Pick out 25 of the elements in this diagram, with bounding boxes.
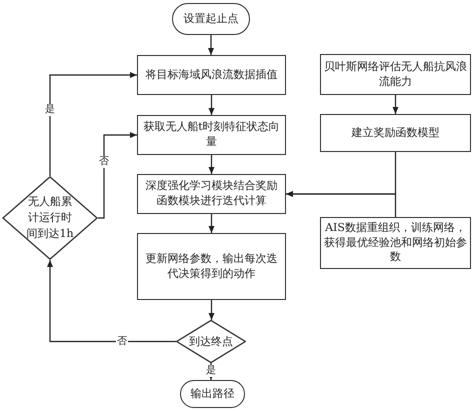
arrow [98, 132, 137, 219]
edge-label: 是 [205, 365, 217, 377]
arrow [392, 95, 398, 114]
arrow [208, 95, 214, 115]
arrow [208, 155, 214, 174]
arrow [286, 191, 396, 217]
arrow [208, 214, 214, 233]
process-box: 贝叶斯网络评估无人船抗风浪流能力 [320, 54, 471, 95]
process-box: 将目标海域风浪流数据插值 [137, 55, 286, 95]
edge-label: 是 [44, 104, 56, 116]
terminal-box: 输出路径 [180, 380, 245, 408]
process-box: 获取无人船t时刻特征状态向量 [137, 115, 286, 155]
decision-diamond: 无人船累计运行时间到达1h [2, 176, 98, 260]
terminal-box: 设置起止点 [172, 3, 250, 35]
process-box: AIS数据重组织，训练网络，获得最优经验池和网络初始参数 [320, 217, 471, 269]
process-box: 深度强化学习模块结合奖励函数模块进行迭代计算 [137, 174, 286, 214]
arrow [49, 72, 137, 176]
process-box: 更新网络参数，输出每次迭代决策得到的动作 [137, 233, 286, 300]
edge-label: 否 [116, 336, 128, 348]
arrow [47, 260, 176, 342]
arrow [208, 300, 214, 320]
process-box: 建立奖励函数模型 [320, 114, 471, 152]
arrow [208, 35, 214, 55]
decision-diamond: 到达终点 [176, 320, 246, 363]
edge-label: 否 [98, 156, 110, 168]
